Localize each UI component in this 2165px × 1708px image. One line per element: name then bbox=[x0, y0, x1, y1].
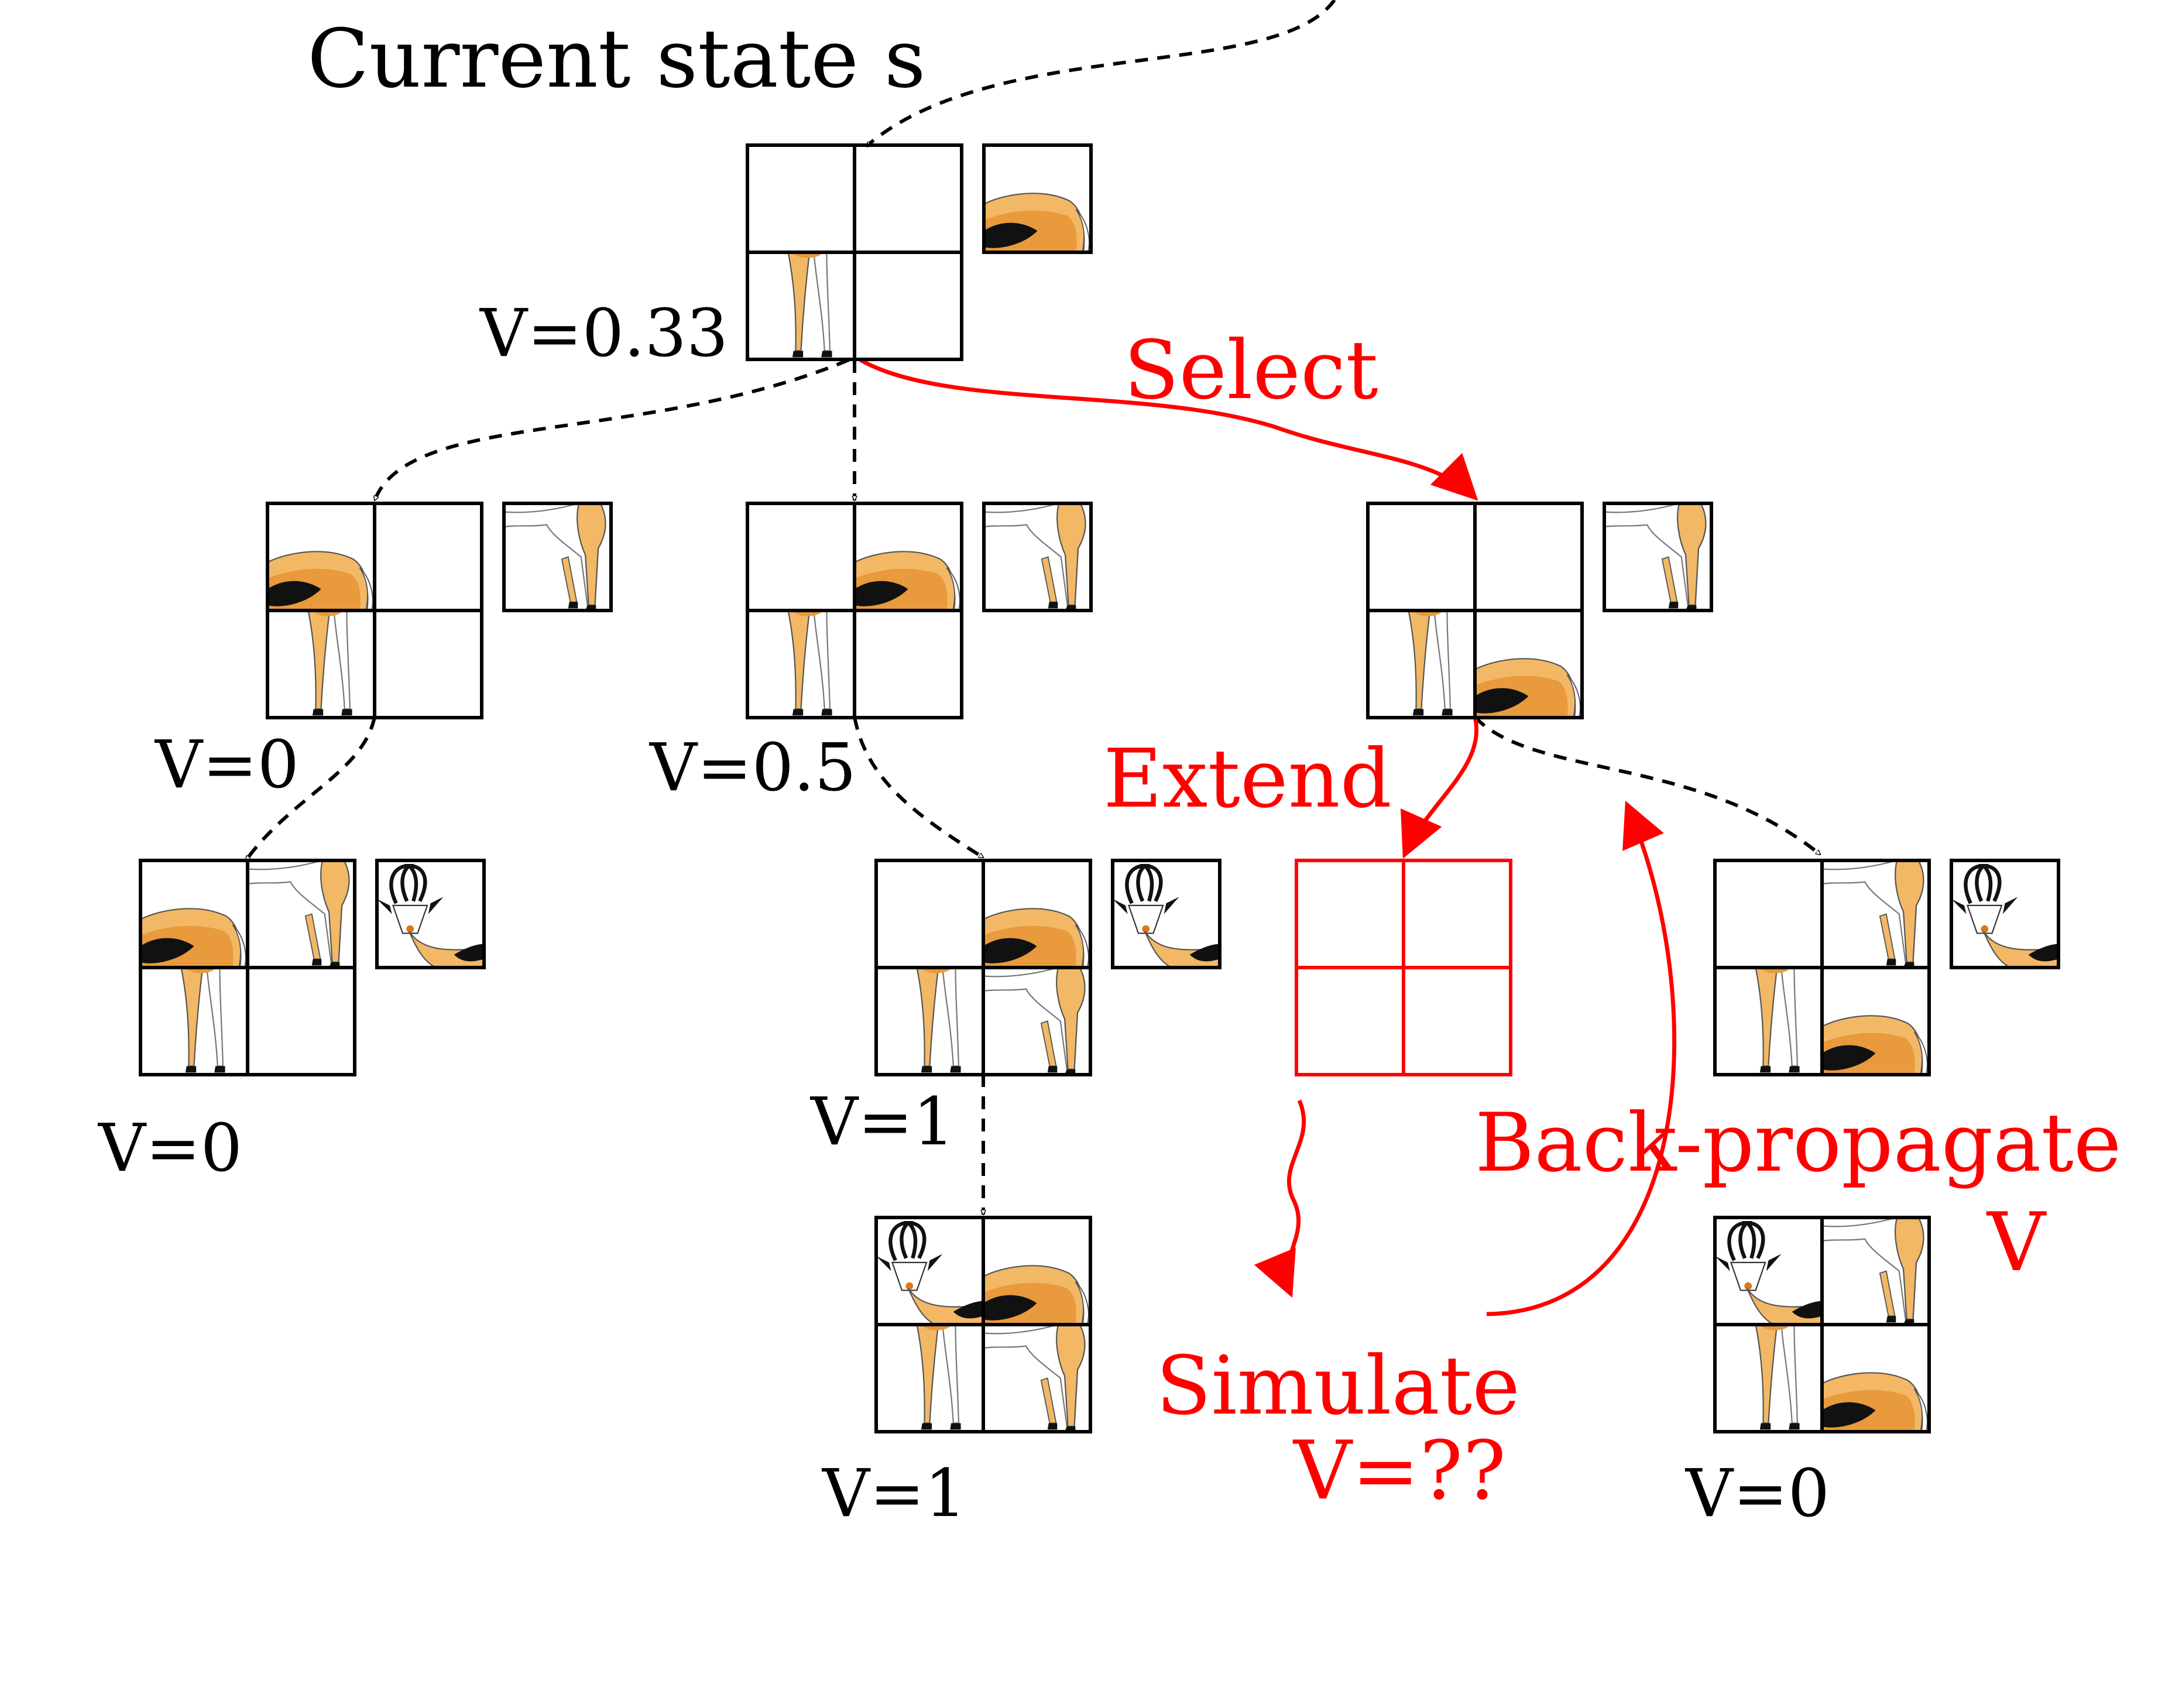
springbok-icon bbox=[983, 502, 1086, 611]
value-mmm: V=1 bbox=[821, 1456, 966, 1532]
springbok-icon bbox=[1715, 1220, 1823, 1326]
board-right bbox=[1366, 502, 1713, 719]
simulate-arrow bbox=[1254, 1099, 1306, 1298]
springbok-icon bbox=[876, 1220, 984, 1326]
board-mmm bbox=[874, 1216, 1092, 1433]
springbok-icon bbox=[982, 908, 1089, 969]
springbok-icon bbox=[982, 1265, 1089, 1326]
board-new bbox=[1295, 859, 1512, 1076]
springbok-icon bbox=[503, 502, 606, 611]
springbok-icon bbox=[787, 609, 832, 716]
spare-piece bbox=[982, 143, 1093, 254]
spare-piece bbox=[502, 502, 613, 612]
backprop-v-label: V bbox=[1986, 1195, 2047, 1289]
springbok-icon bbox=[916, 1323, 961, 1430]
springbok-icon bbox=[1821, 859, 1924, 968]
springbok-icon bbox=[1408, 609, 1453, 716]
springbok-icon bbox=[787, 251, 832, 358]
edge-root-left bbox=[373, 358, 850, 500]
value-root: V=0.33 bbox=[479, 296, 728, 372]
springbok-icon bbox=[1755, 1323, 1800, 1430]
value-ll: V=0 bbox=[97, 1110, 242, 1186]
springbok-icon bbox=[982, 1323, 1086, 1432]
value-left: V=0 bbox=[154, 727, 299, 803]
board-root bbox=[746, 143, 1093, 361]
extend-label: Extend bbox=[1103, 732, 1392, 826]
simulate-label: Simulate bbox=[1156, 1339, 1520, 1433]
springbok-icon bbox=[1951, 863, 2060, 969]
springbok-icon bbox=[139, 908, 246, 969]
value-mm: V=1 bbox=[809, 1084, 955, 1160]
springbok-icon bbox=[266, 551, 373, 612]
spare-piece bbox=[1603, 502, 1713, 612]
board-ll bbox=[139, 859, 486, 1076]
board-rrr bbox=[1713, 1216, 1931, 1433]
springbok-icon bbox=[1821, 1015, 1928, 1076]
current-state-title: Current state s bbox=[307, 12, 926, 106]
edge-left-ll bbox=[244, 716, 376, 860]
mcts-arrows bbox=[859, 358, 1677, 1316]
board-left bbox=[266, 502, 613, 719]
text-labels: Current state s V=0.33 V=0 V=0.5 V=0 V=1… bbox=[97, 12, 2122, 1532]
edge-incoming bbox=[865, 0, 1336, 148]
springbok-icon bbox=[1821, 1372, 1928, 1433]
springbok-icon bbox=[307, 609, 352, 716]
board-rr bbox=[1713, 859, 2060, 1076]
springbok-icon bbox=[1755, 966, 1800, 1073]
springbok-icon bbox=[246, 859, 350, 968]
springbok-icon bbox=[180, 966, 225, 1073]
springbok-icon bbox=[1113, 863, 1221, 969]
simulate-value-label: V=?? bbox=[1292, 1424, 1506, 1518]
backprop-label: Back-propagate bbox=[1475, 1096, 2122, 1190]
select-label: Select bbox=[1124, 323, 1378, 417]
state-boards bbox=[139, 143, 2060, 1433]
springbok-icon bbox=[982, 966, 1086, 1075]
value-mid: V=0.5 bbox=[649, 730, 856, 806]
value-rr: V=0 bbox=[1684, 1456, 1830, 1532]
springbok-icon bbox=[983, 193, 1090, 253]
springbok-icon bbox=[377, 863, 485, 969]
extend-arrow bbox=[1401, 716, 1478, 859]
edge-mid-mm bbox=[853, 716, 983, 859]
spare-piece bbox=[375, 859, 486, 969]
select-arrow bbox=[859, 358, 1478, 501]
tree-edges bbox=[244, 0, 1820, 1215]
backprop-arrow bbox=[1486, 800, 1677, 1316]
spare-piece bbox=[1950, 859, 2060, 969]
springbok-icon bbox=[853, 551, 960, 612]
edge-right-rr bbox=[1473, 715, 1820, 856]
spare-piece bbox=[1111, 859, 1222, 969]
board-mid bbox=[746, 502, 1093, 719]
spare-piece bbox=[982, 502, 1093, 612]
springbok-icon bbox=[1603, 502, 1707, 611]
board-mm bbox=[874, 859, 1222, 1076]
springbok-icon bbox=[1474, 658, 1581, 719]
springbok-icon bbox=[916, 966, 961, 1073]
springbok-icon bbox=[1821, 1216, 1924, 1325]
